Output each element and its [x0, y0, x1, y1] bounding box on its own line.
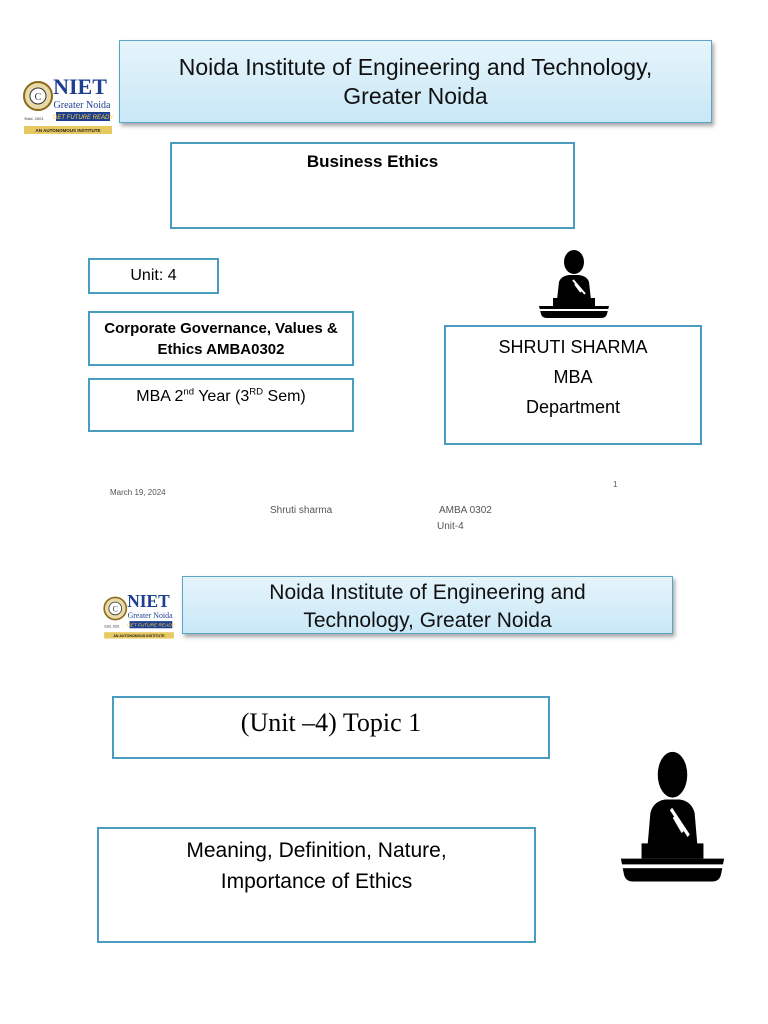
niet-logo-2: C NIET Greater Noida GET FUTURE READY Es…: [101, 580, 177, 648]
institute-title-banner: Noida Institute of Engineering and Techn…: [119, 40, 712, 123]
unit-box: Unit: 4: [88, 258, 219, 294]
program-label: MBA 2nd Year (3RD Sem): [136, 387, 306, 406]
logo-autonomous: AN AUTONOMOUS INSTITUTE: [36, 128, 101, 133]
logo-sub: Greater Noida: [54, 100, 111, 111]
topic-box: (Unit –4) Topic 1: [112, 696, 550, 759]
subject-label: Corporate Governance, Values & Ethics AM…: [104, 320, 338, 358]
unit-label: Unit: 4: [130, 267, 177, 284]
topic-label: (Unit –4) Topic 1: [240, 708, 422, 737]
course-title: Business Ethics: [306, 152, 439, 171]
institute-title: Noida Institute of Engineering and Techn…: [178, 54, 653, 109]
faculty-name: SHRUTI SHARMA: [498, 337, 648, 357]
institute-title-banner-2: Noida Institute of Engineering and Techn…: [182, 576, 673, 634]
logo-estd: Estd. 2001: [24, 116, 44, 121]
logo-autonomous-2: AN AUTONOMOUS INSTITUTE: [113, 634, 165, 638]
logo-sub-2: Greater Noida: [128, 611, 173, 620]
speaker-at-podium-icon-2: [615, 748, 730, 893]
niet-logo-graphic-2: C NIET Greater Noida GET FUTURE READY Es…: [103, 591, 176, 639]
footer-unit: Unit-4: [437, 521, 464, 532]
faculty-box: SHRUTI SHARMA MBA Department: [444, 325, 702, 445]
course-title-box: Business Ethics: [170, 142, 575, 229]
logo-tag-2: GET FUTURE READY: [127, 623, 176, 629]
logo-text-2: NIET: [127, 591, 170, 611]
svg-text:C: C: [113, 605, 118, 614]
speaker-at-podium-icon: [535, 248, 613, 324]
niet-logo-graphic: C NIET Greater Noida GET FUTURE READY Es…: [23, 74, 115, 134]
logo-tag: GET FUTURE READY: [53, 115, 115, 121]
topic-description-box: Meaning, Definition, Nature, Importance …: [97, 827, 536, 943]
faculty-degree: MBA: [553, 367, 593, 387]
footer-code: AMBA 0302: [439, 505, 492, 516]
institute-title-2: Noida Institute of Engineering and Techn…: [269, 581, 586, 632]
topic-description: Meaning, Definition, Nature, Importance …: [186, 839, 447, 893]
niet-logo: C NIET Greater Noida GET FUTURE READY Es…: [20, 70, 116, 136]
svg-text:C: C: [35, 92, 42, 103]
subject-box: Corporate Governance, Values & Ethics AM…: [88, 311, 354, 366]
logo-estd-2: Estd. 2001: [105, 624, 120, 628]
program-box: MBA 2nd Year (3RD Sem): [88, 378, 354, 432]
footer-author: Shruti sharma: [270, 505, 333, 516]
footer-page-number: 1: [613, 480, 618, 489]
logo-text: NIET: [53, 74, 107, 99]
faculty-dept: Department: [525, 397, 621, 417]
footer-date: March 19, 2024: [110, 488, 166, 497]
